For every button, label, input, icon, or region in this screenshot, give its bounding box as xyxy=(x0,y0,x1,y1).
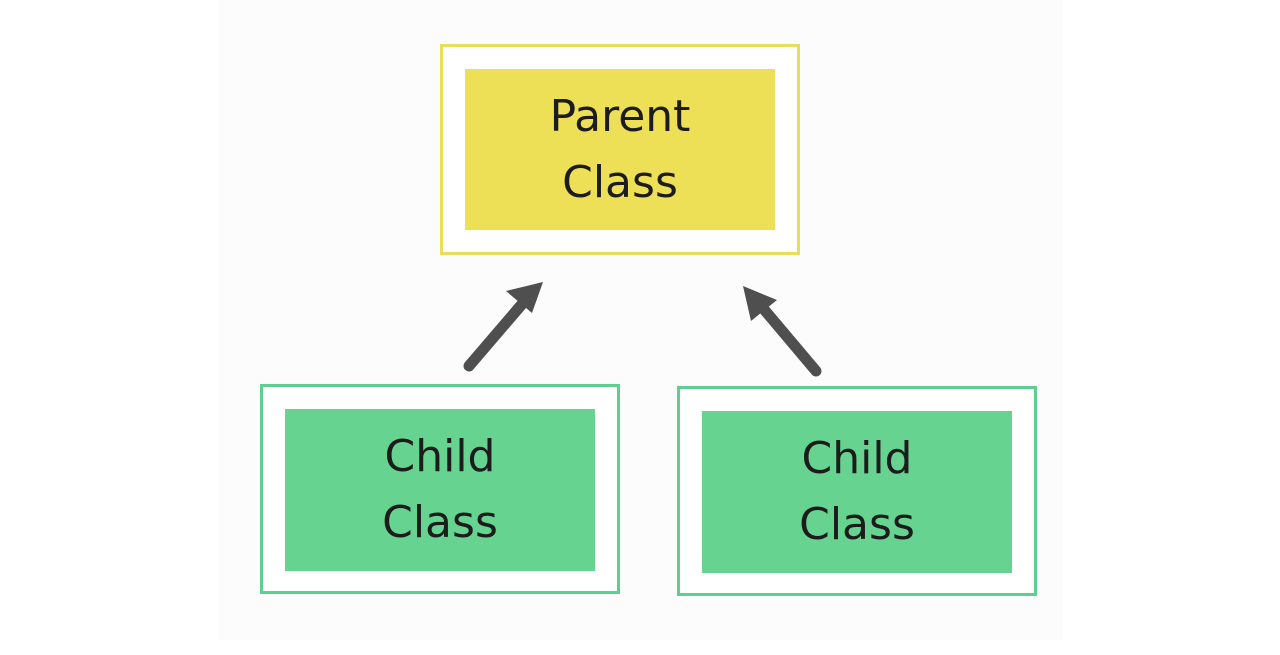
child-class-fill-left: Child Class xyxy=(285,409,595,571)
child-class-box-right: Child Class xyxy=(677,386,1037,596)
child-class-left-label-line2: Class xyxy=(382,497,498,548)
child-class-right-label-line2: Class xyxy=(799,499,915,550)
parent-class-box: Parent Class xyxy=(440,44,800,255)
child-class-box-left: Child Class xyxy=(260,384,620,594)
child-class-left-label-line1: Child xyxy=(384,431,496,482)
parent-class-label-line2: Class xyxy=(562,156,678,208)
parent-class-label-line1: Parent xyxy=(549,90,691,142)
child-class-fill-right: Child Class xyxy=(702,411,1012,573)
child-class-right-label-line1: Child xyxy=(801,433,913,484)
parent-class-fill: Parent Class xyxy=(465,69,775,230)
